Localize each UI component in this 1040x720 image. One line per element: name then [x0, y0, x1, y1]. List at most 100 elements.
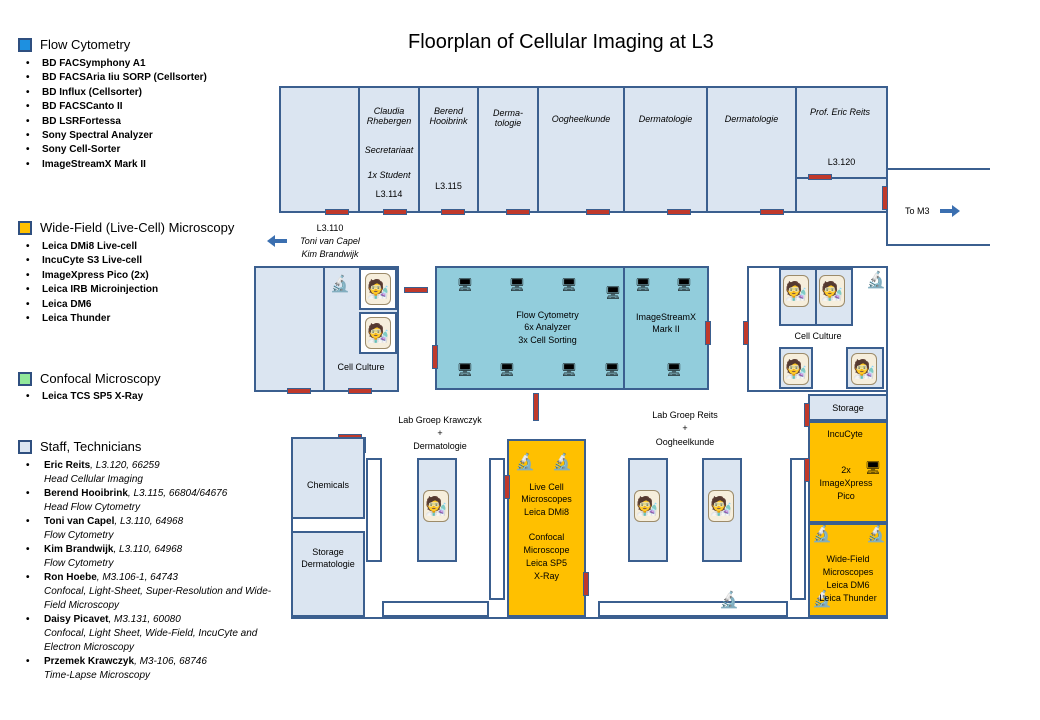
room-label: Wide-Field — [826, 554, 870, 564]
legend-flow-title: Flow Cytometry — [40, 37, 131, 52]
wall — [795, 86, 797, 213]
room-label: Leica Thunder — [819, 593, 877, 603]
list-item: Sony Cell-Sorter — [26, 143, 207, 158]
door — [804, 403, 810, 427]
door — [760, 209, 784, 215]
staff-role: Head Flow Cytometry — [44, 502, 141, 513]
bench — [790, 458, 806, 600]
staff-role: Confocal, Light-Sheet, Super-Resolution … — [44, 586, 272, 611]
staff-name: Ron Hoebe — [44, 572, 97, 583]
list-item: Leica Thunder — [26, 312, 158, 327]
list-item: Leica IRB Microinjection — [26, 283, 158, 298]
room-label: Kim Brandwijk — [301, 249, 359, 259]
staff-name: Toni van Capel — [44, 516, 115, 527]
room-label: Leica DMi8 — [523, 507, 570, 517]
lab-label: Oogheelkunde — [655, 437, 715, 447]
room-label: Secretariaat — [364, 145, 414, 155]
staff-info: , L3.120, 66259 — [90, 460, 160, 471]
list-item: Leica DM6 — [26, 298, 158, 313]
microscope-icon: 🔬 — [719, 592, 739, 609]
door — [506, 209, 530, 215]
scientist-icon: 🧑‍🔬 — [365, 317, 391, 349]
cytometer-icon: 🖥 — [498, 362, 516, 377]
staff-name: Przemek Krawczyk — [44, 656, 135, 667]
incucyte-room — [808, 421, 888, 523]
room-number: L3.114 — [375, 189, 403, 199]
door — [808, 174, 832, 180]
room-label: Toni van Capel — [300, 236, 360, 246]
list-item: ImageStreamX Mark II — [26, 158, 207, 173]
legend-flow-header: Flow Cytometry — [18, 37, 130, 52]
door — [533, 393, 539, 421]
room-label: Derma-tologie — [492, 108, 523, 128]
legend-widefield-list: Leica DMi8 Live-cell IncuCyte S3 Live-ce… — [26, 240, 158, 327]
room-label: Leica SP5 — [525, 558, 568, 568]
staff-info: , L3.110, 64968 — [114, 516, 184, 527]
room-label: Berend Hooibrink — [429, 106, 468, 126]
list-item: Leica DMi8 Live-cell — [26, 240, 158, 255]
room-label: Confocal — [528, 532, 565, 542]
room-label: Dermatologie — [724, 114, 779, 124]
staff-name: Eric Reits — [44, 460, 91, 471]
microscope-icon: 🔬 — [552, 454, 572, 471]
scientist-icon: 🧑‍🔬 — [783, 275, 809, 307]
staff-item: Berend Hooibrink, L3.115, 66804/64676Hea… — [26, 487, 274, 515]
to-m3-label: To M3 — [905, 206, 930, 216]
staff-role: Time-Lapse Microscopy — [44, 670, 151, 681]
scientist-icon: 🧑‍🔬 — [423, 490, 449, 522]
bench — [366, 458, 382, 562]
door — [441, 209, 465, 215]
legend-flow-swatch — [18, 37, 32, 52]
wall — [477, 86, 479, 213]
wall — [364, 437, 366, 453]
room-label: Storage — [312, 547, 344, 557]
room-label: Flow Cytometry — [516, 310, 579, 320]
room-label: Pico — [837, 491, 855, 501]
staff-name: Kim Brandwijk — [44, 544, 114, 555]
microscope-icon: 🔬 — [866, 272, 886, 289]
bench — [489, 458, 505, 600]
cytometer-icon: 🖥 — [456, 277, 474, 292]
microscope-icon: 🔬 — [812, 526, 832, 543]
flow-cytometry-room — [435, 266, 709, 390]
staff-info: , L3.110, 64968 — [113, 544, 183, 555]
staff-name: Daisy Picavet — [44, 614, 109, 625]
room-label: 1x Student — [367, 170, 411, 180]
lab-label: Lab Groep Reits — [652, 410, 718, 420]
wall — [323, 266, 325, 392]
cytometer-icon: 🖥 — [604, 285, 622, 300]
top-offices-block — [279, 86, 888, 213]
staff-info: , M3.131, 60080 — [108, 614, 181, 625]
bench — [382, 601, 489, 617]
lab-label: + — [437, 428, 443, 438]
door — [667, 209, 691, 215]
scientist-icon: 🧑‍🔬 — [365, 273, 391, 305]
room-label: Dermatologie — [638, 114, 693, 124]
staff-name: Berend Hooibrink — [44, 488, 128, 499]
wall — [291, 437, 293, 617]
door — [583, 572, 589, 596]
microscope-icon: 🔬 — [330, 276, 350, 293]
cytometer-icon: 🖥 — [603, 362, 621, 377]
storage-room — [808, 394, 888, 421]
door — [705, 321, 711, 345]
cytometer-icon: 🖥 — [560, 362, 578, 377]
staff-role: Flow Cytometry — [44, 530, 114, 541]
legend-staff-swatch — [18, 439, 32, 454]
door — [287, 388, 311, 394]
microscope-icon: 🔬 — [515, 454, 535, 471]
wall — [706, 86, 708, 213]
room-label: ImageStreamX — [635, 312, 697, 322]
staff-info: , M3-106, 68746 — [134, 656, 207, 667]
corridor-wall — [886, 244, 990, 246]
wall — [418, 86, 420, 213]
cytometer-icon: 🖥 — [665, 362, 683, 377]
legend-staff-title: Staff, Technicians — [40, 439, 142, 454]
bench — [598, 601, 788, 617]
wall — [795, 177, 888, 179]
door — [348, 388, 372, 394]
door — [325, 209, 349, 215]
room-label: ImageXpress — [819, 478, 873, 488]
room-label: Storage — [832, 403, 864, 413]
